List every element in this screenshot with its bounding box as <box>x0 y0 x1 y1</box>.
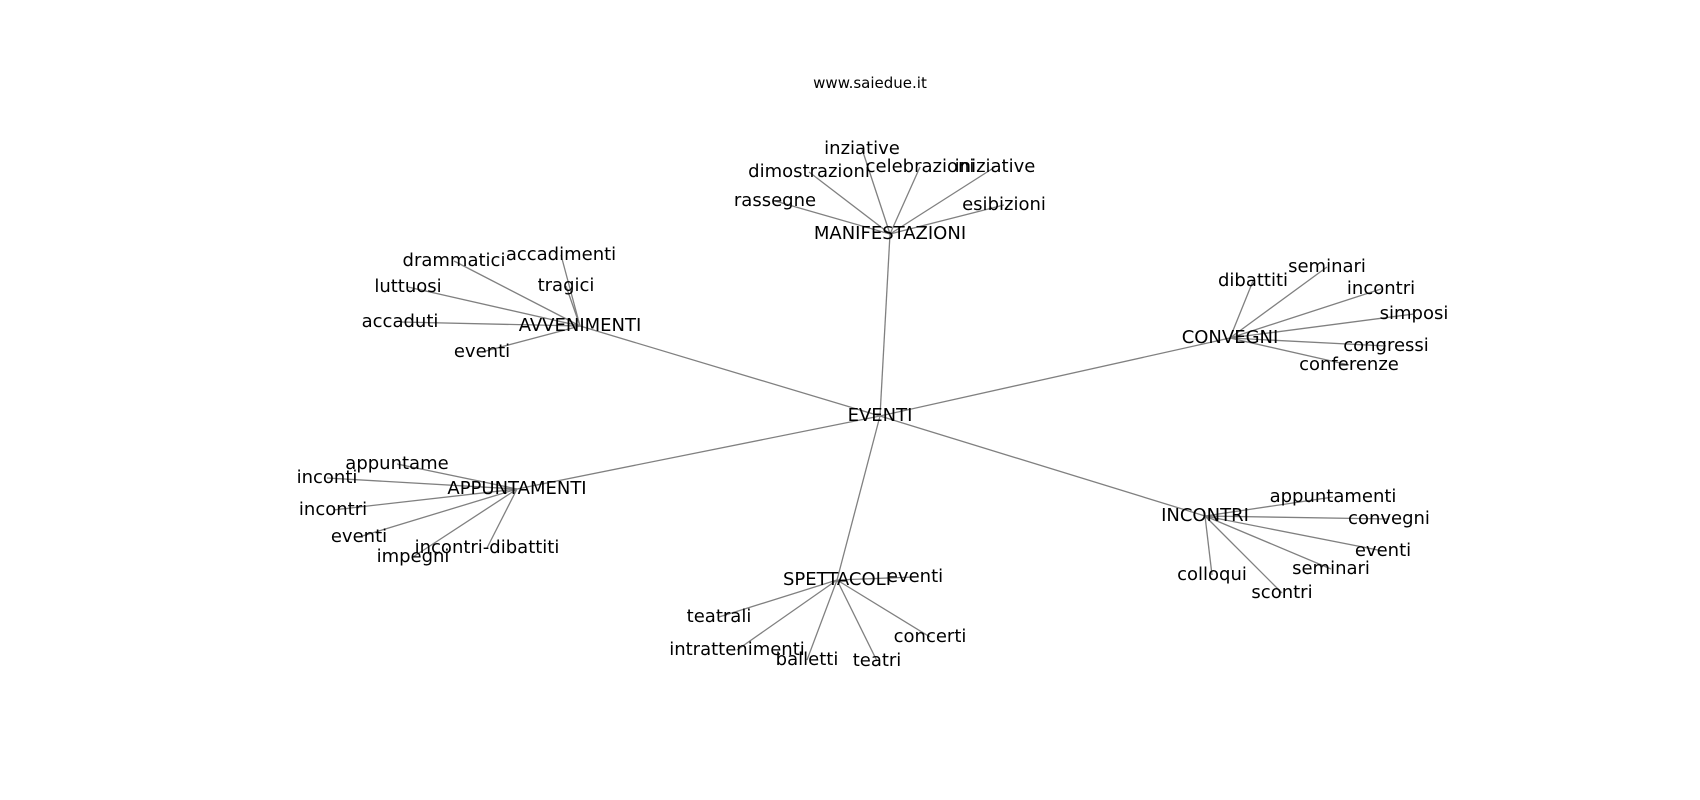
leaf-node-label: appuntamenti <box>1270 486 1397 507</box>
leaf-node-label: teatri <box>853 650 902 671</box>
leaf-node-label: accadimenti <box>506 244 616 265</box>
edge-root-convegni <box>879 337 1231 417</box>
edge-incontri-1 <box>1204 515 1390 520</box>
leaf-node-label: eventi <box>454 341 510 362</box>
leaf-node-label: celebrazioni <box>866 156 975 177</box>
edge-root-manifestazioni <box>879 233 891 417</box>
leaf-node-label: congressi <box>1343 335 1429 356</box>
edge-root-avvenimenti <box>579 325 881 417</box>
edge-manifestazioni-2 <box>889 166 921 235</box>
edge-spettacoli-2 <box>836 579 931 638</box>
leaf-node-label: accaduti <box>362 311 439 332</box>
leaf-node-label: dibattiti <box>1218 270 1288 291</box>
edge-manifestazioni-5 <box>889 204 1005 235</box>
leaf-node-label: inziative <box>824 138 900 159</box>
edge-avvenimenti-2 <box>565 285 581 327</box>
group-node-label: SPETTACOLI <box>783 569 891 590</box>
leaf-node-label: balletti <box>776 649 839 670</box>
leaf-node-label: intrattenimenti <box>669 639 805 660</box>
edge-spettacoli-3 <box>736 579 838 651</box>
leaf-node-label: eventi <box>1355 540 1411 561</box>
leaf-node-label: incontri <box>299 499 367 520</box>
leaf-node-label: tragici <box>538 275 595 296</box>
root-node-label: EVENTI <box>848 405 913 426</box>
edge-avvenimenti-0 <box>453 260 581 327</box>
leaf-node-label: incontri-dibattiti <box>415 537 560 558</box>
leaf-node-label: dimostrazioni <box>748 161 870 182</box>
leaf-node-label: esibizioni <box>962 194 1046 215</box>
edge-appuntamenti-5 <box>486 488 518 549</box>
leaf-node-label: rassegne <box>734 190 816 211</box>
group-node-label: AVVENIMENTI <box>519 315 642 336</box>
edge-convegni-5 <box>1229 337 1350 366</box>
edge-convegni-0 <box>1229 280 1254 339</box>
edge-avvenimenti-1 <box>560 254 581 327</box>
site-label: www.saiedue.it <box>813 74 927 92</box>
edge-avvenimenti-4 <box>399 321 581 327</box>
edge-incontri-2 <box>1204 515 1384 552</box>
edge-incontri-3 <box>1204 515 1332 570</box>
edge-manifestazioni-0 <box>861 148 891 235</box>
edge-manifestazioni-1 <box>808 171 891 235</box>
edge-manifestazioni-3 <box>889 166 996 235</box>
edge-appuntamenti-2 <box>332 488 518 511</box>
leaf-node-label: seminari <box>1292 558 1370 579</box>
edge-incontri-4 <box>1204 515 1213 576</box>
edge-spettacoli-0 <box>836 576 916 581</box>
leaf-node-label: convegni <box>1348 508 1430 529</box>
edges <box>326 148 1415 662</box>
leaf-node-label: colloqui <box>1177 564 1247 585</box>
leaf-node-label: impegni <box>377 546 450 567</box>
edge-root-incontri <box>879 415 1206 517</box>
edge-manifestazioni-4 <box>774 200 891 235</box>
leaf-node-label: scontri <box>1251 582 1312 603</box>
leaf-node-label: inconti <box>297 467 358 488</box>
group-node-label: CONVEGNI <box>1182 327 1279 348</box>
edge-root-appuntamenti <box>516 415 881 490</box>
edge-incontri-5 <box>1204 515 1283 594</box>
leaf-node-label: appuntame <box>345 453 448 474</box>
group-node-label: MANIFESTAZIONI <box>814 223 966 244</box>
edge-convegni-1 <box>1229 266 1328 339</box>
leaf-node-label: incontri <box>1347 278 1415 299</box>
edge-spettacoli-5 <box>836 579 878 662</box>
leaf-node-label: teatrali <box>687 606 752 627</box>
edge-spettacoli-1 <box>718 579 838 618</box>
edge-spettacoli-4 <box>806 579 838 661</box>
leaf-node-label: conferenze <box>1299 354 1399 375</box>
edge-convegni-2 <box>1229 288 1382 339</box>
edge-appuntamenti-3 <box>358 488 518 538</box>
leaf-node-label: iniziative <box>955 156 1036 177</box>
node-labels: EVENTI MANIFESTAZIONI inziativedimostrazio… <box>297 138 1449 671</box>
edge-convegni-4 <box>1229 337 1387 347</box>
edge-appuntamenti-4 <box>412 488 518 558</box>
leaf-node-label: simposi <box>1380 303 1449 324</box>
leaf-node-label: drammatici <box>403 250 506 271</box>
edge-appuntamenti-0 <box>396 463 518 490</box>
edge-convegni-3 <box>1229 313 1415 339</box>
edge-incontri-0 <box>1204 496 1334 517</box>
leaf-node-label: eventi <box>887 566 943 587</box>
leaf-node-label: eventi <box>331 526 387 547</box>
edge-avvenimenti-3 <box>407 286 581 327</box>
group-node-label: APPUNTAMENTI <box>447 478 586 499</box>
leaf-node-label: seminari <box>1288 256 1366 277</box>
leaf-node-label: luttuosi <box>374 276 441 297</box>
group-node-label: INCONTRI <box>1161 505 1249 526</box>
edge-avvenimenti-5 <box>481 325 581 353</box>
edge-appuntamenti-1 <box>326 477 518 490</box>
edge-root-spettacoli <box>836 415 881 581</box>
leaf-node-label: concerti <box>894 626 967 647</box>
